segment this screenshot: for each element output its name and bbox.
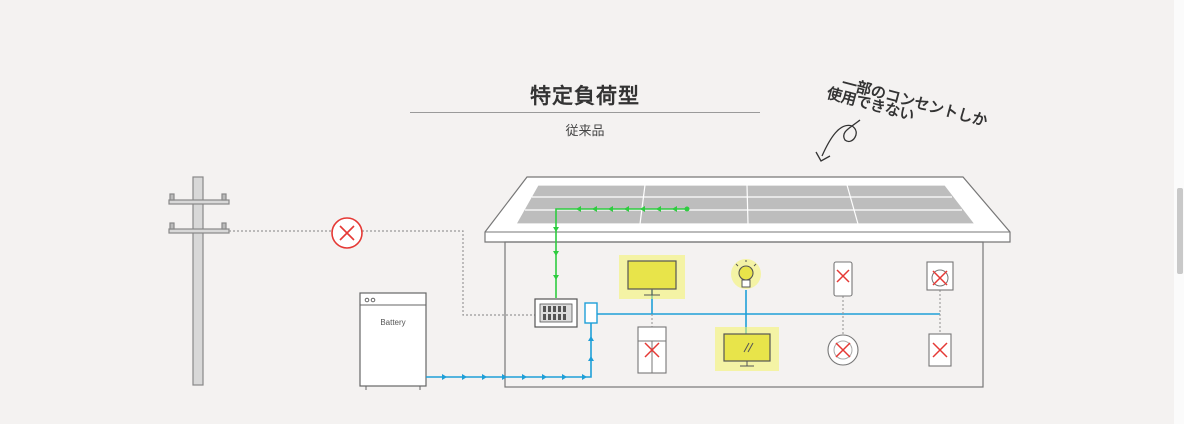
tv-icon [619, 255, 685, 299]
smartphone-icon [833, 261, 853, 297]
solar-flow-origin [684, 206, 690, 212]
battery-flow-line [426, 290, 940, 378]
battery-flow-arrows [442, 336, 594, 380]
page-title: 特定負荷型 [530, 84, 640, 108]
outlet-icon [584, 302, 598, 324]
house-wall [504, 241, 984, 388]
title-divider [410, 112, 760, 113]
grid-blocked-icon [331, 217, 363, 249]
solar-flow-arrows [553, 206, 677, 280]
air-conditioner-icon [928, 333, 952, 367]
battery-label: Battery [380, 318, 405, 327]
scrollbar-thumb[interactable] [1177, 188, 1183, 274]
page-subtitle: 従来品 [565, 124, 605, 139]
washing-machine-icon [926, 261, 954, 291]
callout-arrow [815, 119, 861, 162]
solar-panel-icon [514, 184, 977, 225]
computer-monitor-icon [715, 327, 779, 371]
grid-line [229, 230, 535, 316]
battery-icon [359, 292, 427, 390]
refrigerator-icon [637, 326, 667, 374]
light-bulb-icon [731, 259, 761, 289]
air-purifier-icon [827, 334, 859, 366]
disabled-circuit-lines [651, 290, 941, 336]
utility-pole-icon [168, 176, 230, 386]
distribution-board-icon [534, 298, 578, 328]
